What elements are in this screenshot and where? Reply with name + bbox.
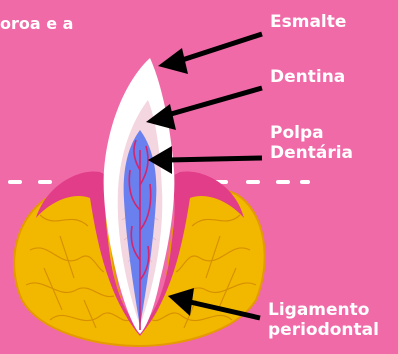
label-polpa-line2: Dentária <box>270 143 353 163</box>
cropped-caption-text: oroa e a <box>0 14 73 33</box>
label-ligamento-periodontal: Ligamento periodontal <box>268 300 379 341</box>
label-polpa-dentaria: Polpa Dentária <box>270 123 353 164</box>
label-ligamento-line2: periodontal <box>268 320 379 340</box>
label-dentina: Dentina <box>270 67 345 87</box>
arrow-polpa <box>168 158 262 160</box>
arrow-esmalte <box>176 34 262 62</box>
label-esmalte: Esmalte <box>270 12 346 32</box>
arrow-dentina <box>164 88 262 116</box>
label-polpa-line1: Polpa <box>270 123 353 143</box>
arrow-esmalte-head <box>158 48 188 74</box>
label-ligamento-line1: Ligamento <box>268 300 379 320</box>
